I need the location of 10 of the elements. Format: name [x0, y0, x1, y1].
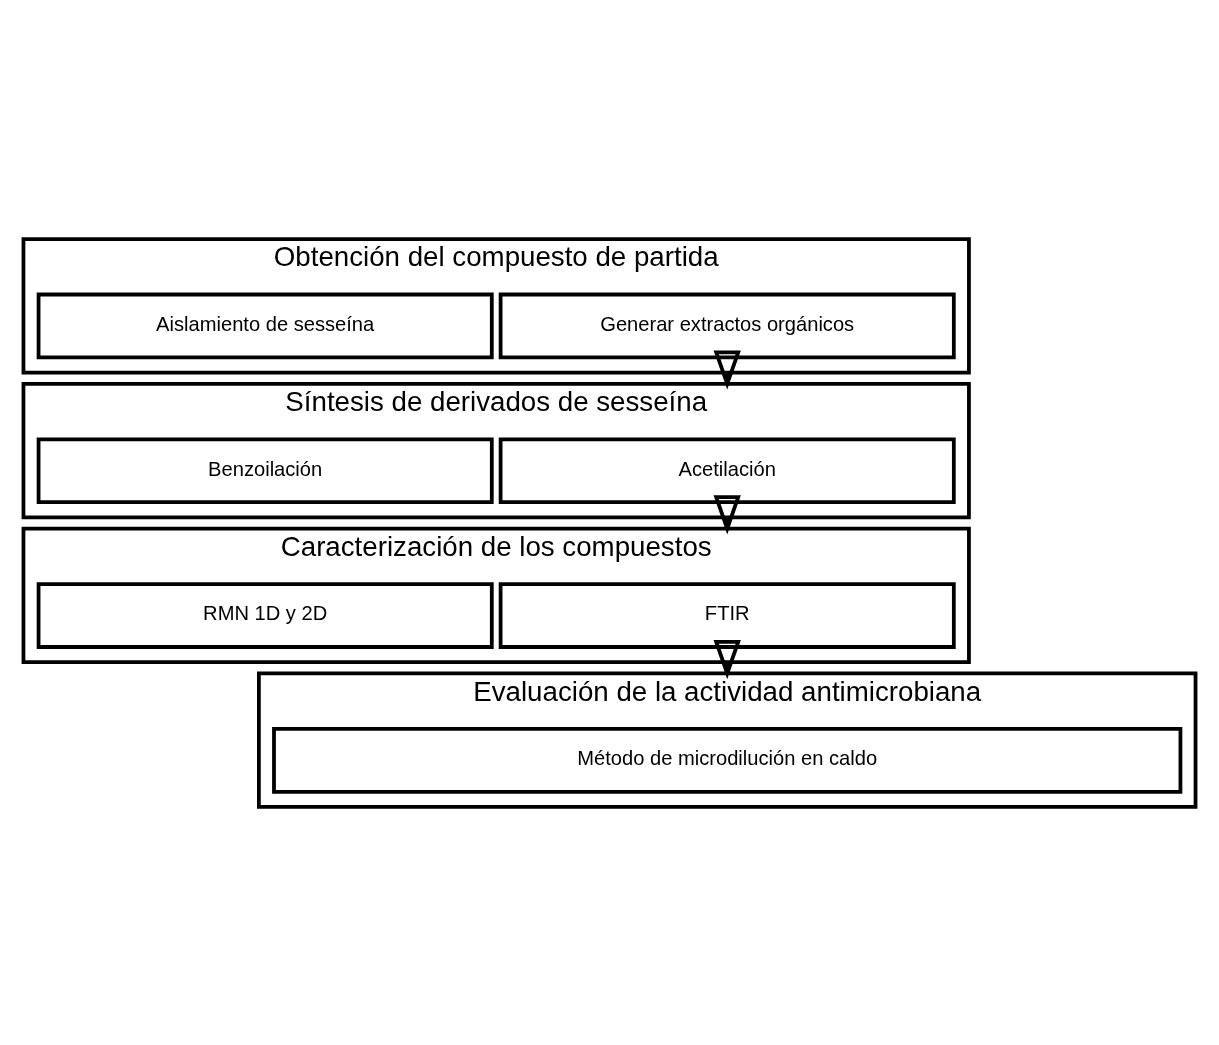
arrow	[713, 494, 741, 534]
node-box: Aislamiento de sesseína	[36, 292, 494, 359]
node-box: FTIR	[498, 581, 956, 649]
node-box: Acetilación	[498, 436, 956, 504]
arrow	[713, 639, 741, 679]
node-box: Generar extractos orgánicos	[498, 292, 956, 359]
node-box: RMN 1D y 2D	[36, 581, 494, 649]
node-box: Benzoilación	[36, 436, 494, 504]
node-box: Método de microdilución en caldo	[272, 726, 1183, 794]
arrow	[713, 350, 741, 390]
